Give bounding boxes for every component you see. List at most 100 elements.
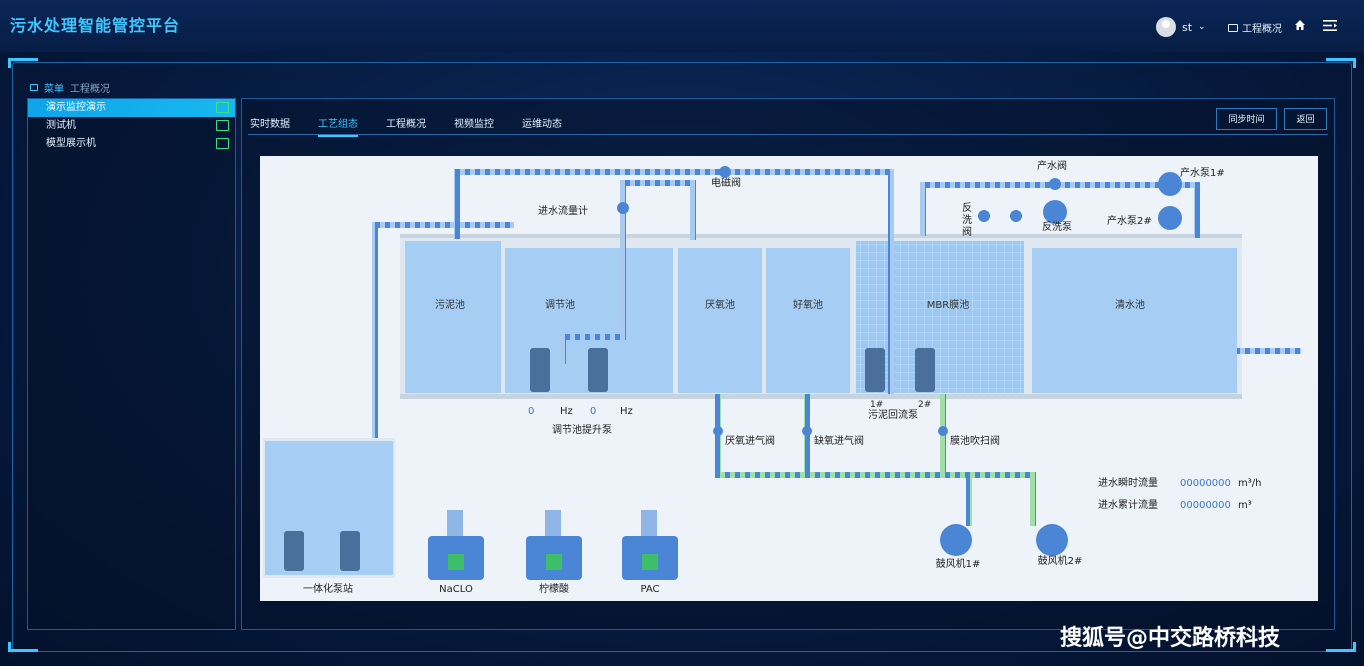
pipe — [560, 334, 626, 340]
blower-icon — [940, 524, 1068, 556]
watermark: 搜狐号@中交路桥科技 — [1060, 626, 1281, 651]
sidebar-item-label: 演示监控演示 — [46, 102, 106, 113]
pipe — [1237, 348, 1301, 354]
dosing-tank-icon — [428, 510, 678, 580]
sidebar: 演示监控演示 测试机 模型展示机 — [27, 98, 236, 630]
user-menu[interactable]: st ⌄ — [1156, 17, 1206, 37]
tank-aerobic-label: 好氧池 — [793, 298, 823, 311]
blower1-label: 鼓风机1# — [936, 557, 981, 570]
product-pump1-label: 产水泵1# — [1180, 166, 1225, 179]
tank-anoxic-label: 厌氧池 — [705, 298, 735, 311]
monitor-icon — [216, 120, 229, 131]
tab-bar: 实时数据 工艺组态 工程概况 视频监控 运维动态 — [250, 115, 562, 137]
product-pump2-label: 产水泵2# — [1107, 214, 1152, 227]
pump-number: 2# — [918, 400, 931, 410]
avatar — [1156, 17, 1176, 37]
pipe — [1194, 182, 1200, 238]
back-button[interactable]: 返回 — [1284, 108, 1327, 130]
chevron-down-icon: ⌄ — [1198, 22, 1206, 32]
total-flow-value: 00000000 — [1180, 500, 1231, 511]
pipe — [372, 222, 378, 560]
citric-label: 柠檬酸 — [539, 582, 569, 595]
app-title: 污水处理智能管控平台 — [10, 16, 181, 35]
pipe — [620, 180, 696, 186]
top-bar: 污水处理智能管控平台 st ⌄ 工程概况 — [0, 0, 1364, 52]
pipe — [372, 222, 514, 228]
pipe — [920, 182, 926, 236]
sidebar-item-label: 测试机 — [46, 120, 76, 131]
anoxic-inlet-label: 厌氧进气阀 — [725, 434, 775, 447]
tab-divider — [248, 134, 1328, 135]
total-flow-label: 进水累计流量 — [1098, 498, 1158, 511]
tank-rim — [400, 234, 1242, 238]
pump-icon — [284, 348, 935, 571]
overview-link[interactable]: 工程概况 — [1228, 20, 1282, 35]
pac-label: PAC — [640, 584, 659, 595]
tab-realtime[interactable]: 实时数据 — [250, 119, 290, 130]
sidebar-item-test[interactable]: 测试机 — [28, 117, 235, 135]
valve-icon — [617, 166, 1061, 436]
instant-flow-label: 进水瞬时流量 — [1098, 476, 1158, 489]
main-panel: 实时数据 工艺组态 工程概况 视频监控 运维动态 同步时间 返回 — [241, 98, 1335, 630]
breadcrumb-page[interactable]: 工程概况 — [70, 84, 110, 95]
pipe — [560, 334, 566, 364]
backwash-valve-label: 反 — [962, 202, 972, 214]
pump-icon — [1043, 172, 1182, 230]
membrane-purge-label: 膜池吹扫阀 — [950, 434, 1000, 447]
lift-pump-label: 调节池提升泵 — [552, 423, 612, 436]
tank-floor — [400, 394, 1242, 399]
solenoid-valve-label: 电磁阀 — [711, 176, 741, 189]
tank-regulating-label: 调节池 — [545, 298, 575, 311]
pipe — [454, 169, 460, 239]
pipe — [690, 180, 696, 240]
tank-anoxic — [678, 248, 762, 393]
tank-mbr-label: MBR膜池 — [927, 298, 969, 311]
breadcrumb: 菜单 工程概况 — [30, 80, 110, 95]
sidebar-item-label: 模型展示机 — [46, 138, 96, 149]
frame-corner — [8, 58, 38, 68]
sidebar-item-model[interactable]: 模型展示机 — [28, 135, 235, 153]
pipe — [454, 169, 894, 175]
tab-overview[interactable]: 工程概况 — [386, 119, 426, 130]
instant-flow-unit: m³/h — [1238, 478, 1261, 489]
tank-clean — [1032, 248, 1237, 393]
pipe — [888, 169, 894, 394]
hz-unit: Hz — [620, 406, 633, 417]
sync-time-button[interactable]: 同步时间 — [1216, 108, 1277, 130]
monitor-icon — [30, 84, 38, 91]
home-icon[interactable] — [1294, 19, 1306, 31]
air-pipe — [715, 472, 1035, 478]
tank-sludge — [405, 241, 501, 393]
tab-process[interactable]: 工艺组态 — [318, 115, 358, 137]
breadcrumb-menu[interactable]: 菜单 — [44, 84, 64, 95]
tab-video[interactable]: 视频监控 — [454, 119, 494, 130]
hz-value: 0 — [528, 406, 534, 417]
menu-icon[interactable] — [1323, 20, 1337, 31]
process-diagram: 污泥池 调节池 厌氧池 好氧池 MBR膜池 清水池 — [260, 156, 1318, 601]
backwash-valve-label: 阀 — [962, 225, 972, 238]
air-pipe — [966, 478, 972, 526]
hz-unit: Hz — [560, 406, 573, 417]
overview-link-label: 工程概况 — [1242, 24, 1282, 35]
hz-value: 0 — [590, 406, 596, 417]
monitor-icon — [1228, 23, 1238, 32]
process-diagram-svg: 污泥池 调节池 厌氧池 好氧池 MBR膜池 清水池 — [263, 159, 1301, 595]
total-flow-unit: m³ — [1238, 500, 1252, 511]
aerobic-inlet-label: 缺氧进气阀 — [814, 434, 864, 447]
sludge-return-pump-label: 污泥回流泵 — [868, 408, 918, 421]
backwash-valve-label: 洗 — [962, 214, 972, 226]
naclo-label: NaCLO — [439, 584, 473, 595]
tank-aerobic — [766, 248, 850, 393]
monitor-icon — [216, 138, 229, 149]
pump-station-label: 一体化泵站 — [303, 582, 353, 595]
air-pipe — [1030, 472, 1036, 526]
tab-maintenance[interactable]: 运维动态 — [522, 119, 562, 130]
username: st — [1182, 20, 1193, 34]
tank-clean-label: 清水池 — [1115, 298, 1145, 311]
product-valve-label: 产水阀 — [1037, 159, 1067, 172]
blower2-label: 鼓风机2# — [1038, 554, 1083, 567]
monitor-icon — [216, 102, 229, 113]
frame-corner — [8, 642, 38, 652]
sidebar-item-demo[interactable]: 演示监控演示 — [28, 99, 235, 117]
content-frame — [12, 62, 1352, 652]
